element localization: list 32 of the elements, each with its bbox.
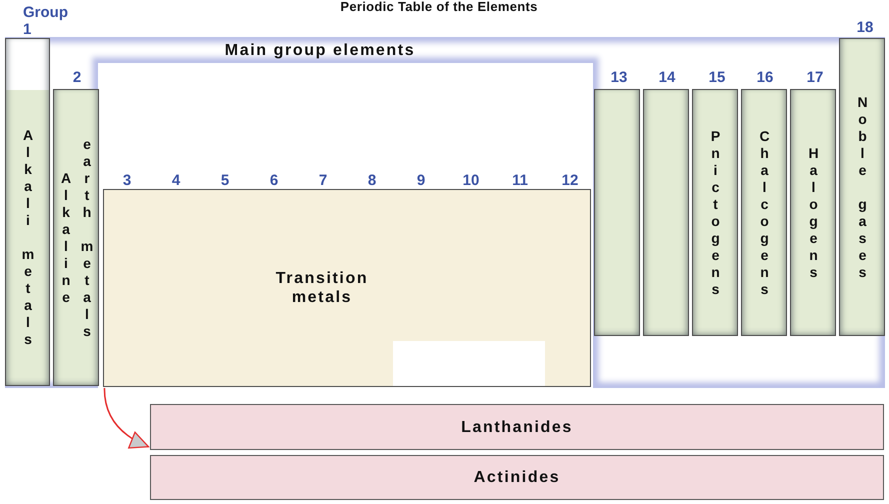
group-name: Alkali metals [19, 127, 37, 348]
group-number: 14 [658, 69, 676, 86]
series-name: Lanthanides [461, 418, 573, 436]
group-number: 18 [856, 19, 874, 36]
group-number: 11 [512, 172, 528, 189]
group-number: 3 [122, 172, 132, 189]
group-name: Alkaline earth metals [57, 134, 96, 342]
group-heading: Group 1 [23, 4, 69, 38]
series-name: Actinides [474, 468, 560, 487]
group-name: Halogens [804, 144, 822, 280]
band-title: Main group elements [224, 41, 416, 60]
group-number: 16 [756, 69, 774, 86]
group-number: 8 [368, 172, 376, 189]
group-number: 9 [416, 172, 426, 189]
group-number: 5 [220, 172, 230, 189]
group-number: 6 [270, 172, 278, 189]
diagram-title: Periodic Table of the Elements [340, 0, 538, 14]
group-number: 15 [708, 69, 726, 86]
group-number: 4 [172, 172, 180, 189]
series-bar [150, 404, 884, 450]
group-name: Chalcogens [756, 128, 774, 298]
group-number: 10 [462, 172, 480, 189]
block-name: Transition metals [276, 269, 368, 307]
group-number: 13 [610, 69, 628, 86]
group-name: Noble gases [854, 94, 872, 280]
group-number: 2 [72, 69, 82, 86]
group-name: Pnictogens [706, 128, 724, 298]
series-bar [150, 455, 884, 500]
group-number: 7 [318, 172, 328, 189]
curved-arrow [104, 388, 150, 448]
group-number: 12 [562, 172, 578, 189]
group-number: 17 [806, 69, 824, 86]
